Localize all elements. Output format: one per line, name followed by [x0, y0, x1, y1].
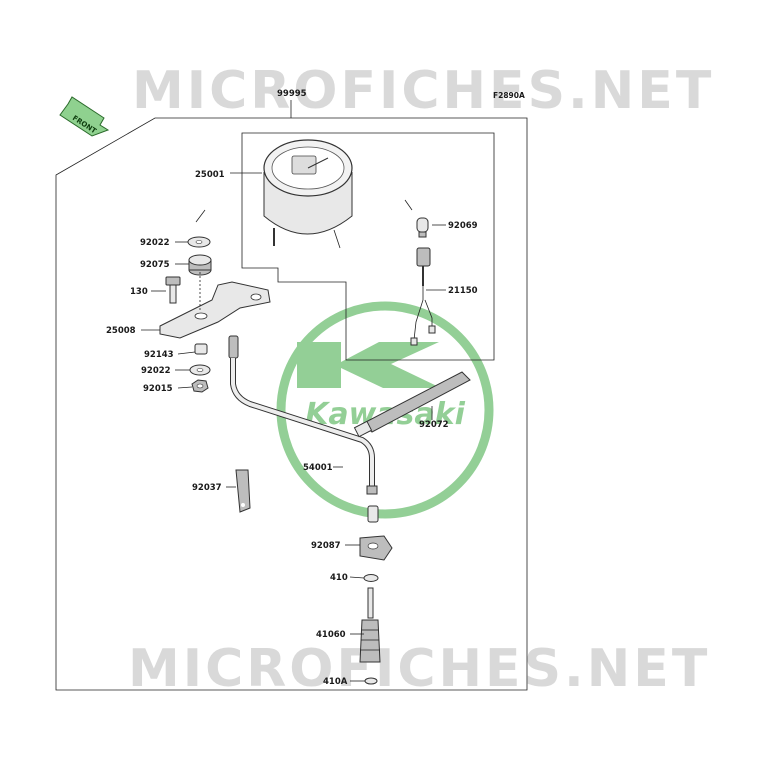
part-number-label: 25008	[106, 326, 136, 336]
washer-92022-top	[187, 236, 211, 248]
socket-wire-part	[410, 247, 436, 346]
part-number-label: 92087	[311, 541, 341, 551]
cable-tie-part	[353, 371, 471, 438]
watermark-bottom: MICROFICHES.NET	[128, 639, 710, 699]
front-arrow-icon: FRONT	[59, 96, 110, 137]
watermark-top: MICROFICHES.NET	[132, 61, 714, 121]
part-number-label: 54001	[303, 463, 333, 473]
washer-410a	[364, 677, 378, 685]
nut-92015	[191, 379, 209, 393]
speedometer-part	[263, 139, 353, 249]
speedo-cable-part	[228, 335, 379, 523]
part-number-label: 21150	[448, 286, 478, 296]
pinion-41060	[359, 587, 381, 663]
part-number-label: 410	[330, 573, 348, 583]
part-number-label: 92022	[140, 238, 170, 248]
leader-lines	[141, 172, 446, 682]
clamp-92037	[235, 469, 251, 513]
collar-92143	[194, 343, 208, 355]
part-number-label: 92075	[140, 260, 170, 270]
ref-code: F2890A	[493, 91, 525, 100]
part-number-label: 99995	[277, 89, 307, 99]
washer-92022-bottom	[189, 364, 211, 376]
part-labels: 99995 25001 92069 92022 92075 130 21150 …	[106, 89, 478, 687]
part-number-label: 92069	[448, 221, 478, 231]
bracket-25008	[159, 209, 271, 339]
gear-housing-92087	[359, 535, 393, 561]
part-number-label: 92022	[141, 366, 171, 376]
part-number-label: 41060	[316, 630, 346, 640]
washer-410	[363, 574, 379, 582]
part-number-label: 25001	[195, 170, 225, 180]
kawasaki-logo: Kawasaki	[276, 301, 494, 519]
part-number-label: 92143	[144, 350, 174, 360]
outer-frame	[55, 117, 528, 691]
bulb-part	[404, 199, 429, 238]
part-number-label: 92072	[419, 420, 449, 430]
bolt-130	[165, 276, 181, 304]
meter-subbox	[241, 132, 495, 361]
grommet-92075	[188, 254, 212, 276]
part-number-label: 130	[130, 287, 148, 297]
part-number-label: 92037	[192, 483, 222, 493]
part-number-label: 410A	[323, 677, 348, 687]
part-number-label: 92015	[143, 384, 173, 394]
